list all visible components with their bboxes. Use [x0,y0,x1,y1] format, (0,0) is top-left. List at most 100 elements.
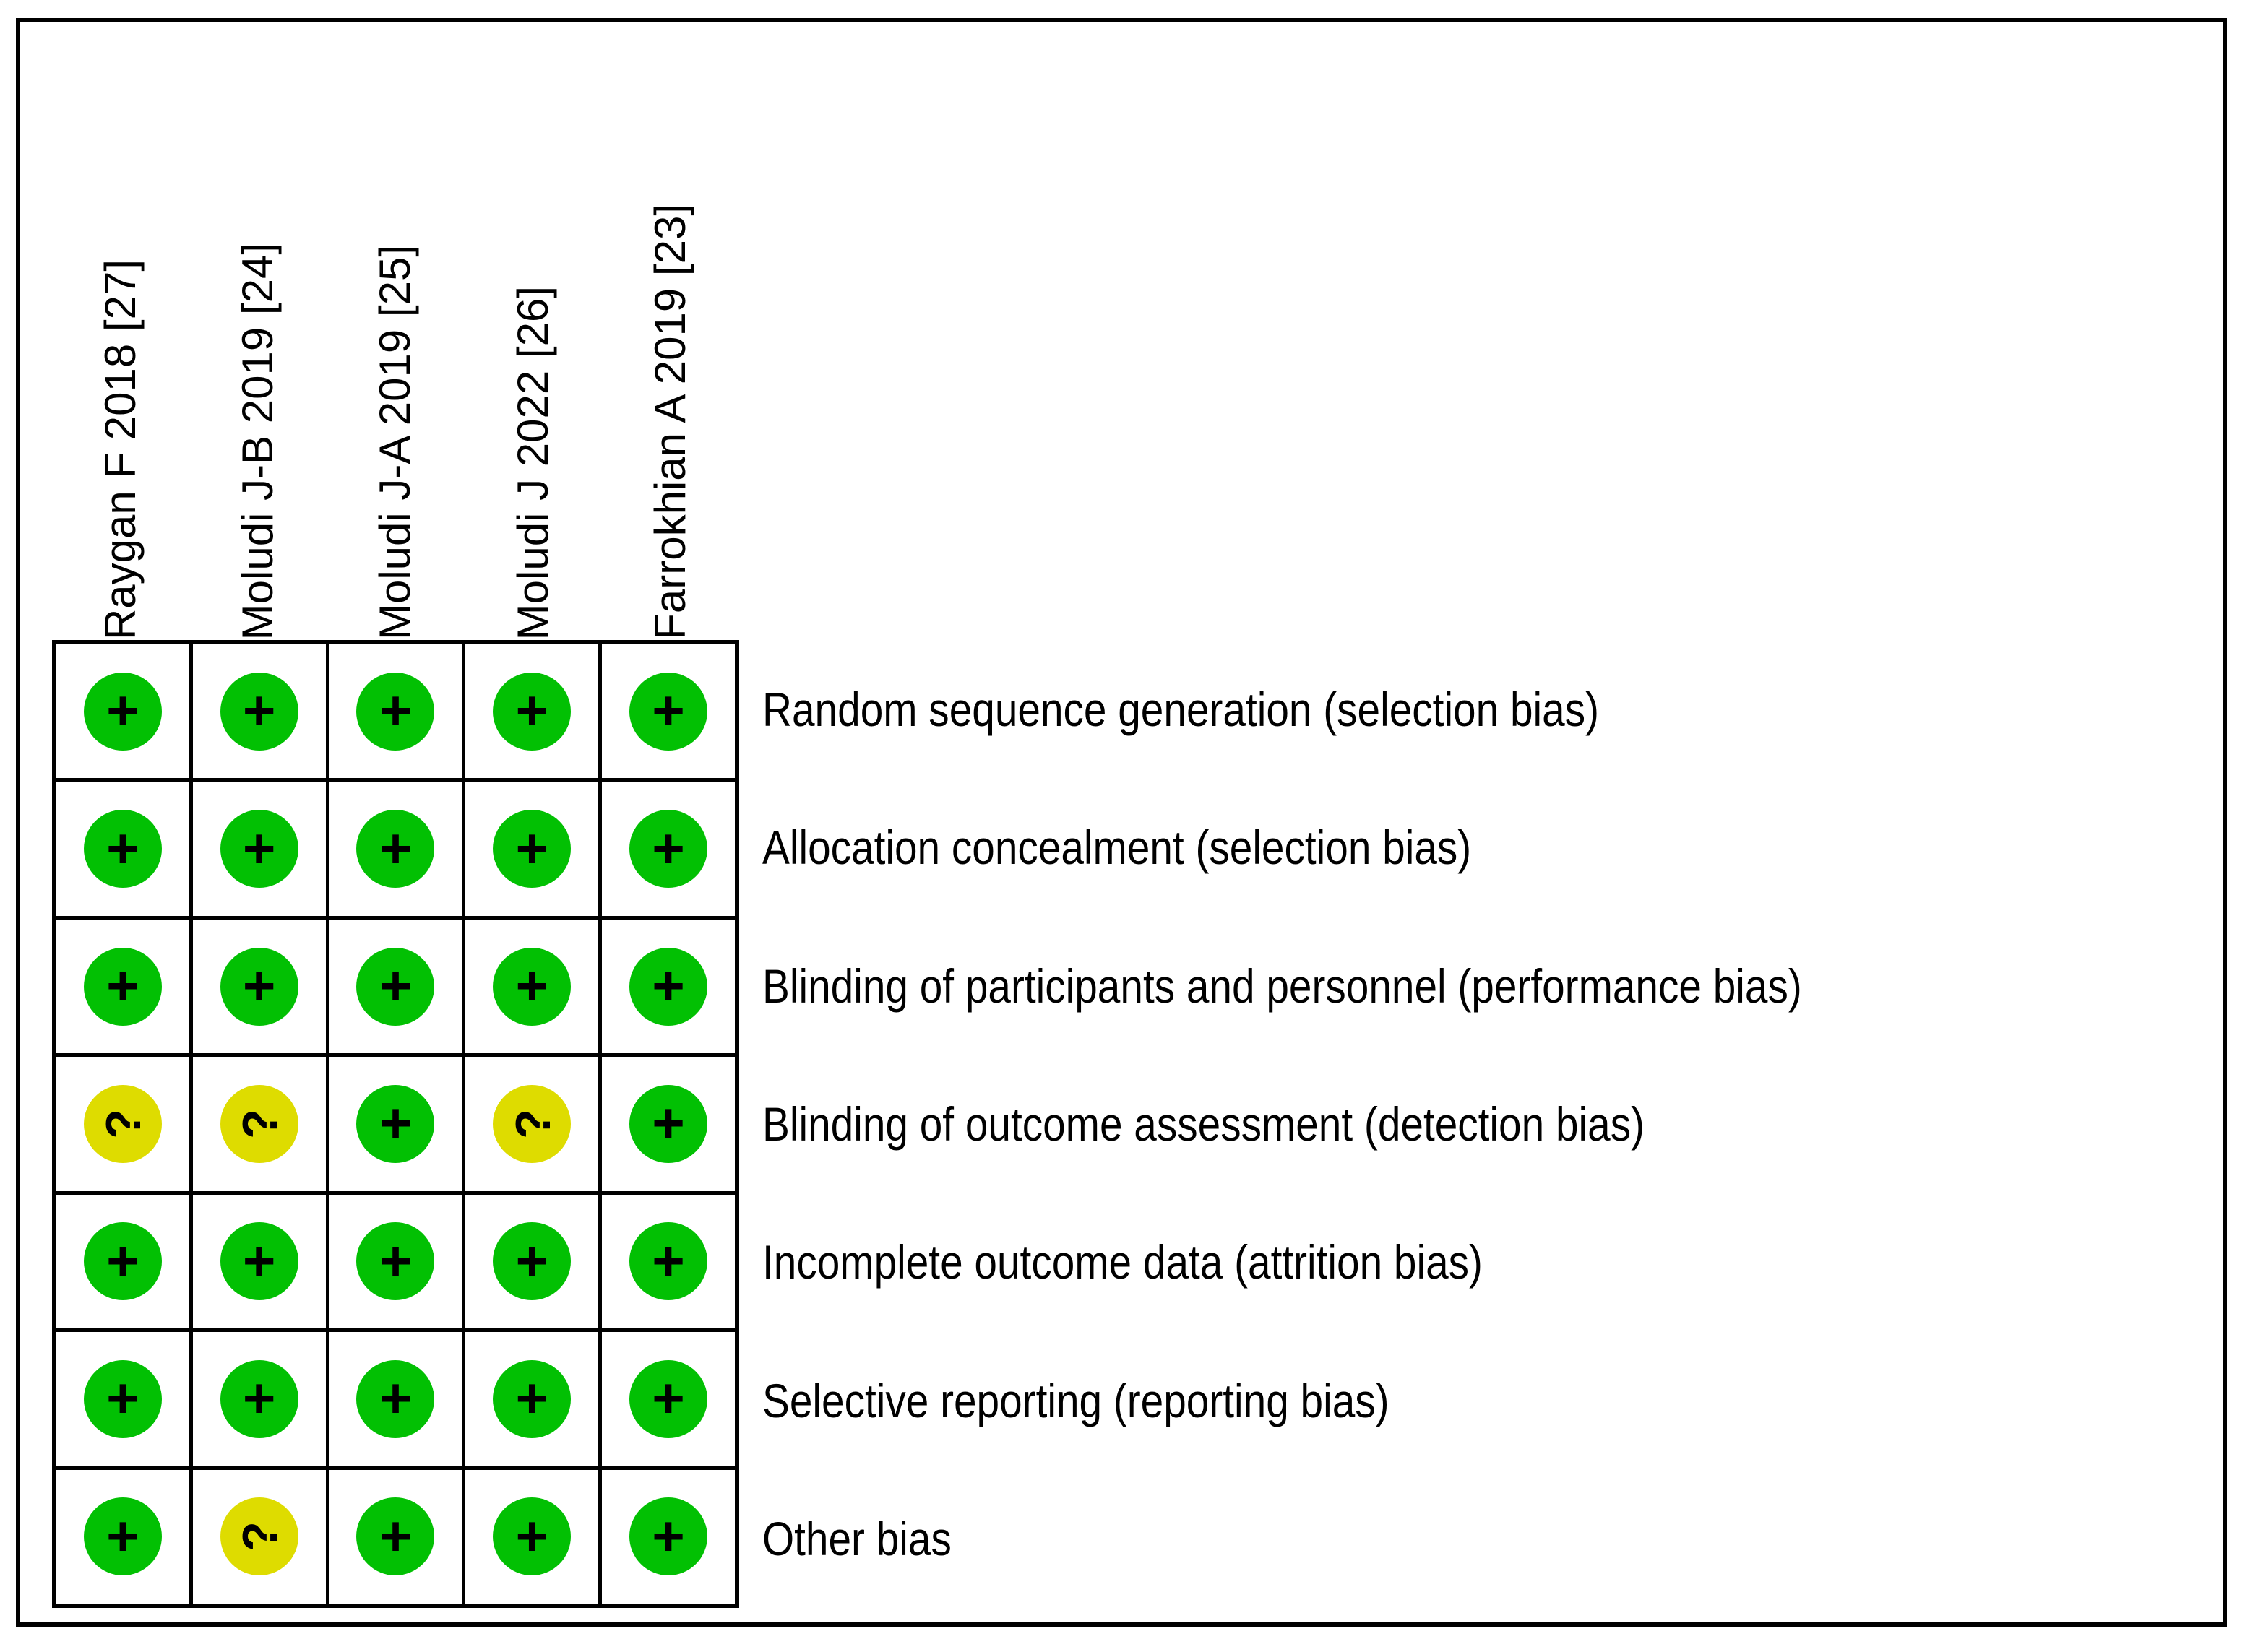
judgement-glyph: + [242,1228,276,1292]
low-risk-icon: + [629,1222,708,1301]
judgement-cell-r5-c3[interactable]: + [329,1194,466,1329]
judgement-cell-r6-c2[interactable]: + [192,1332,329,1466]
judgement-row: + + + + + [56,1194,735,1333]
study-header-label: Moludi J-B 2019 [24] [233,242,283,640]
judgement-glyph: ? [505,1109,561,1139]
bias-domain-row-7: Other bias [762,1470,2207,1608]
bias-domain-labels: Random sequence generation (selection bi… [762,640,2207,1608]
judgement-glyph: ? [95,1109,151,1139]
unclear-risk-icon: ? [220,1084,298,1163]
judgement-cell-r3-c2[interactable]: + [192,919,329,1054]
low-risk-icon: + [629,672,708,751]
bias-domain-label: Incomplete outcome data (attrition bias) [762,1235,1483,1289]
judgement-glyph: ? [232,1521,288,1552]
study-header-label: Farrokhian A 2019 [23] [645,204,694,640]
judgement-glyph: + [242,1366,276,1430]
study-header-label: Raygan F 2018 [27] [96,259,145,640]
judgement-cell-r1-c1[interactable]: + [56,644,193,779]
judgement-cell-r4-c2[interactable]: ? [192,1057,329,1191]
judgement-cell-r5-c1[interactable]: + [56,1194,193,1329]
judgement-glyph: + [242,816,276,880]
judgement-glyph: + [652,816,685,880]
study-header-2: Moludi J-B 2019 [24] [189,22,327,640]
study-column-headers: Raygan F 2018 [27] Moludi J-B 2019 [24] Mo… [52,22,739,640]
judgement-cell-r7-c5[interactable]: + [602,1469,735,1604]
judgement-cell-r2-c1[interactable]: + [56,782,193,916]
judgement-glyph: + [652,678,685,743]
judgement-cell-r3-c5[interactable]: + [602,919,735,1054]
judgement-cell-r2-c5[interactable]: + [602,782,735,916]
judgement-cell-r1-c2[interactable]: + [192,644,329,779]
judgement-glyph: + [515,1503,549,1567]
low-risk-icon: + [83,672,162,751]
judgement-cell-r2-c4[interactable]: + [465,782,603,916]
judgement-cell-r1-c5[interactable]: + [602,644,735,779]
bias-domain-label: Allocation concealment (selection bias) [762,821,1472,875]
judgement-cell-r7-c3[interactable]: + [329,1469,466,1604]
judgement-glyph: + [652,1366,685,1430]
low-risk-icon: + [220,1222,298,1301]
low-risk-icon: + [493,947,572,1026]
judgement-cell-r1-c3[interactable]: + [329,644,466,779]
judgement-cell-r5-c4[interactable]: + [465,1194,603,1329]
judgement-cell-r3-c1[interactable]: + [56,919,193,1054]
judgement-cell-r6-c5[interactable]: + [602,1332,735,1466]
judgement-glyph: + [106,1366,139,1430]
judgement-row: + + + + + [56,644,735,782]
judgement-cell-r5-c2[interactable]: + [192,1194,329,1329]
study-header-label: Moludi J-A 2019 [25] [371,244,420,640]
judgement-cell-r4-c3[interactable]: + [329,1057,466,1191]
low-risk-icon: + [356,1359,435,1438]
low-risk-icon: + [220,810,298,888]
judgement-glyph: + [242,678,276,743]
low-risk-icon: + [493,810,572,888]
judgement-cell-r7-c2[interactable]: ? [192,1469,329,1604]
judgement-glyph: + [379,953,413,1018]
judgement-cell-r6-c4[interactable]: + [465,1332,603,1466]
judgement-glyph: + [379,1091,413,1155]
judgement-cell-r2-c2[interactable]: + [192,782,329,916]
bias-domain-row-1: Random sequence generation (selection bi… [762,640,2207,778]
judgement-glyph: + [652,1091,685,1155]
study-header-3: Moludi J-A 2019 [25] [327,22,464,640]
judgement-cell-r7-c1[interactable]: + [56,1469,193,1604]
low-risk-icon: + [356,672,435,751]
judgement-cell-r1-c4[interactable]: + [465,644,603,779]
low-risk-icon: + [493,1222,572,1301]
judgement-cell-r6-c1[interactable]: + [56,1332,193,1466]
bias-domain-row-4: Blinding of outcome assessment (detectio… [762,1055,2207,1193]
low-risk-icon: + [629,810,708,888]
low-risk-icon: + [493,1359,572,1438]
judgement-glyph: + [652,1503,685,1567]
unclear-risk-icon: ? [493,1084,572,1163]
low-risk-icon: + [629,947,708,1026]
judgement-cell-r3-c4[interactable]: + [465,919,603,1054]
judgement-cell-r4-c5[interactable]: + [602,1057,735,1191]
judgement-cell-r4-c1[interactable]: ? [56,1057,193,1191]
judgement-glyph: + [515,1366,549,1430]
judgement-glyph: + [515,1228,549,1292]
judgement-cell-r4-c4[interactable]: ? [465,1057,603,1191]
judgement-glyph: + [379,1228,413,1292]
low-risk-icon: + [220,947,298,1026]
low-risk-icon: + [83,947,162,1026]
low-risk-icon: + [493,1497,572,1576]
study-header-5: Farrokhian A 2019 [23] [602,22,739,640]
judgement-glyph: + [242,953,276,1018]
judgement-cell-r3-c3[interactable]: + [329,919,466,1054]
judgement-glyph: + [652,1228,685,1292]
judgement-row: + + + + + [56,782,735,920]
judgement-cell-r2-c3[interactable]: + [329,782,466,916]
bias-domain-row-5: Incomplete outcome data (attrition bias) [762,1193,2207,1331]
judgement-glyph: + [106,678,139,743]
judgement-glyph: + [106,1228,139,1292]
low-risk-icon: + [629,1359,708,1438]
low-risk-icon: + [356,947,435,1026]
judgement-cell-r6-c3[interactable]: + [329,1332,466,1466]
judgement-glyph: + [515,953,549,1018]
judgement-cell-r7-c4[interactable]: + [465,1469,603,1604]
judgement-glyph: + [106,816,139,880]
study-header-1: Raygan F 2018 [27] [52,22,189,640]
judgement-cell-r5-c5[interactable]: + [602,1194,735,1329]
